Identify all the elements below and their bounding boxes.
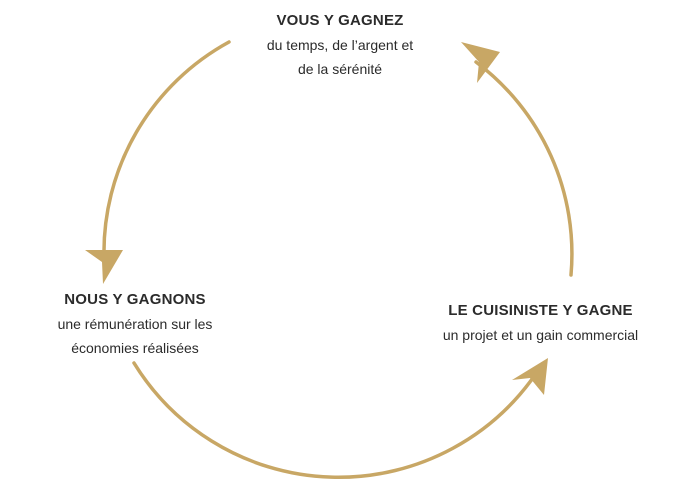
node-le-cuisiniste-y-gagne: LE CUISINISTE Y GAGNE un projet et un ga… <box>408 299 673 347</box>
node-description-line: de la sérénité <box>297 61 383 77</box>
node-description-line: économies réalisées <box>71 340 199 356</box>
node-vous-y-gagnez: VOUS Y GAGNEZ du temps, de l’argent et d… <box>240 9 440 81</box>
node-nous-y-gagnons: NOUS Y GAGNONS une rémunération sur les … <box>20 288 250 360</box>
arc-right-to-top <box>474 60 574 277</box>
arc-left-to-right <box>132 361 537 480</box>
arc-top-to-left <box>102 40 231 260</box>
arrowhead-right-icon <box>512 358 548 395</box>
node-title: LE CUISINISTE Y GAGNE <box>448 302 633 319</box>
node-description-line: du temps, de l’argent et <box>266 37 414 53</box>
arrowhead-down-left-icon <box>85 250 123 284</box>
node-title: NOUS Y GAGNONS <box>64 291 206 308</box>
arrowhead-up-left-icon <box>461 42 500 83</box>
node-description-line: un projet et un gain commercial <box>442 327 639 343</box>
node-description-line: une rémunération sur les <box>57 316 213 332</box>
node-title: VOUS Y GAGNEZ <box>276 12 404 29</box>
